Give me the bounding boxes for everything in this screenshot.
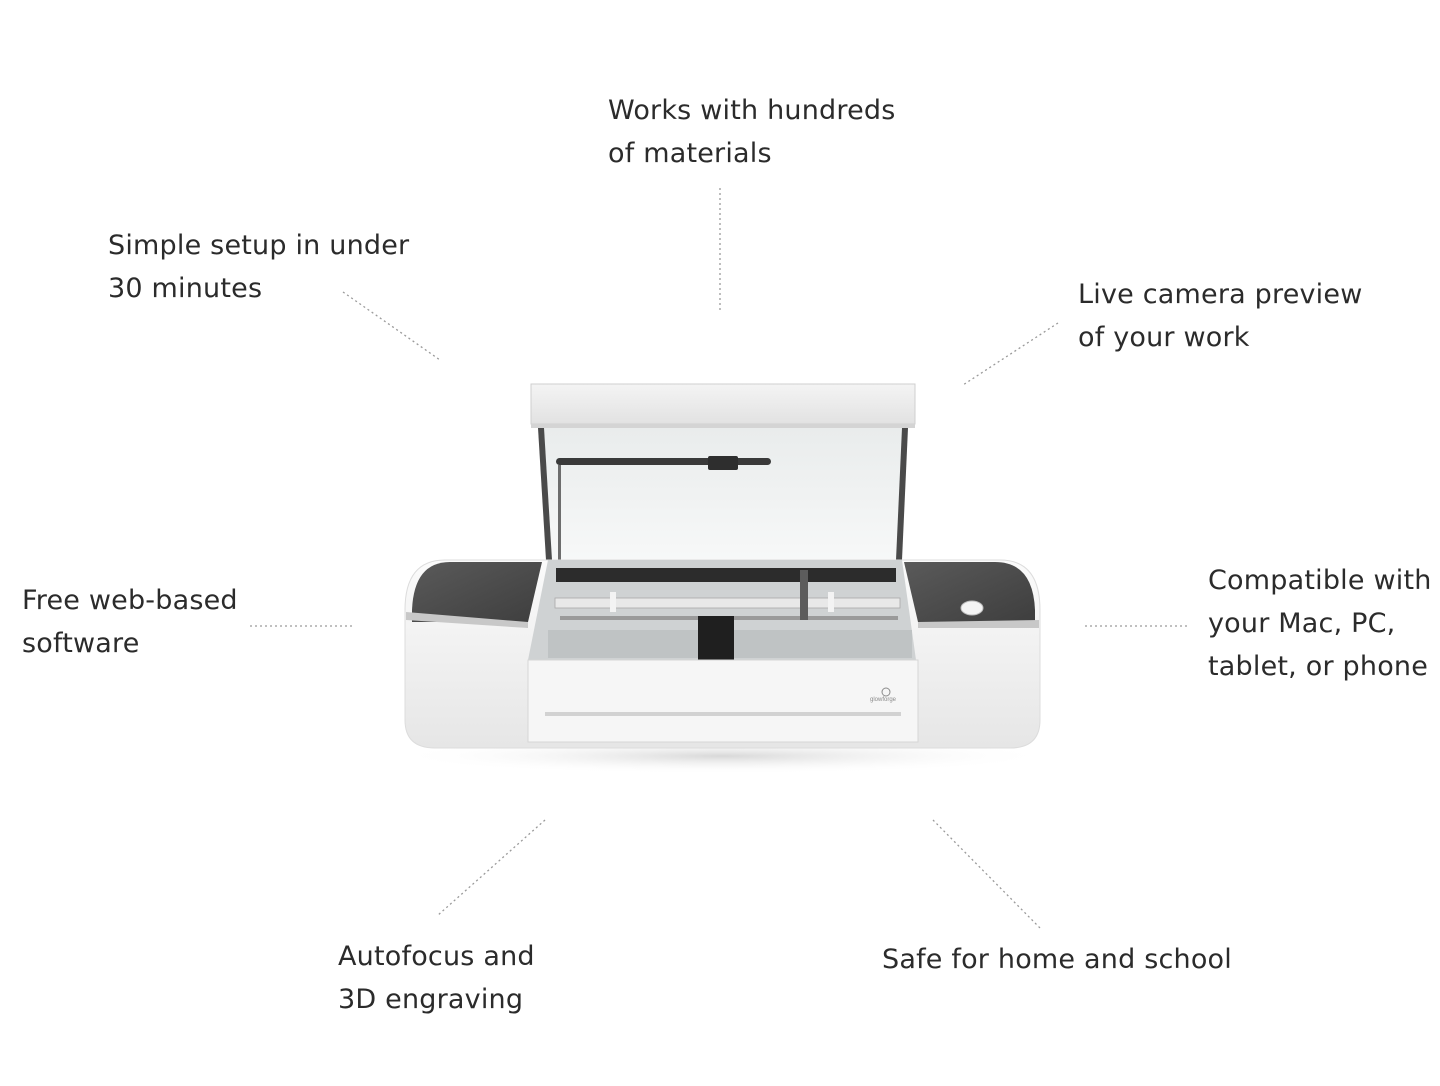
feature-camera: Live camera preview of your work <box>1078 273 1362 359</box>
feature-safe: Safe for home and school <box>882 938 1232 981</box>
feature-autofocus-line-2: 3D engraving <box>338 984 524 1015</box>
brand-mark: glowforge <box>870 697 897 703</box>
feature-setup-line-1: Simple setup in under <box>108 230 410 261</box>
feature-software: Free web-based software <box>22 579 238 665</box>
leader-camera <box>962 322 1059 386</box>
lid <box>530 383 916 560</box>
feature-setup: Simple setup in under 30 minutes <box>108 224 409 310</box>
feature-software-line-2: software <box>22 628 140 659</box>
feature-materials-line-1: Works with hundreds <box>608 95 896 126</box>
feature-camera-line-1: Live camera preview <box>1078 279 1363 310</box>
glowforge-logo-mark <box>881 687 891 697</box>
feature-safe-line-1: Safe for home and school <box>882 944 1232 975</box>
base-unit <box>404 559 1041 749</box>
feature-materials-line-2: of materials <box>608 138 772 169</box>
feature-materials: Works with hundreds of materials <box>608 89 896 175</box>
feature-compatible: Compatible with your Mac, PC, tablet, or… <box>1208 559 1432 688</box>
leader-autofocus <box>436 819 546 917</box>
feature-autofocus-line-1: Autofocus and <box>338 941 535 972</box>
leader-safe <box>932 819 1041 929</box>
feature-compatible-line-2: your Mac, PC, <box>1208 608 1396 639</box>
feature-compatible-line-1: Compatible with <box>1208 565 1432 596</box>
feature-autofocus: Autofocus and 3D engraving <box>338 935 535 1021</box>
feature-camera-line-2: of your work <box>1078 322 1250 353</box>
feature-setup-line-2: 30 minutes <box>108 273 263 304</box>
feature-compatible-line-3: tablet, or phone <box>1208 651 1429 682</box>
feature-software-line-1: Free web-based <box>22 585 238 616</box>
